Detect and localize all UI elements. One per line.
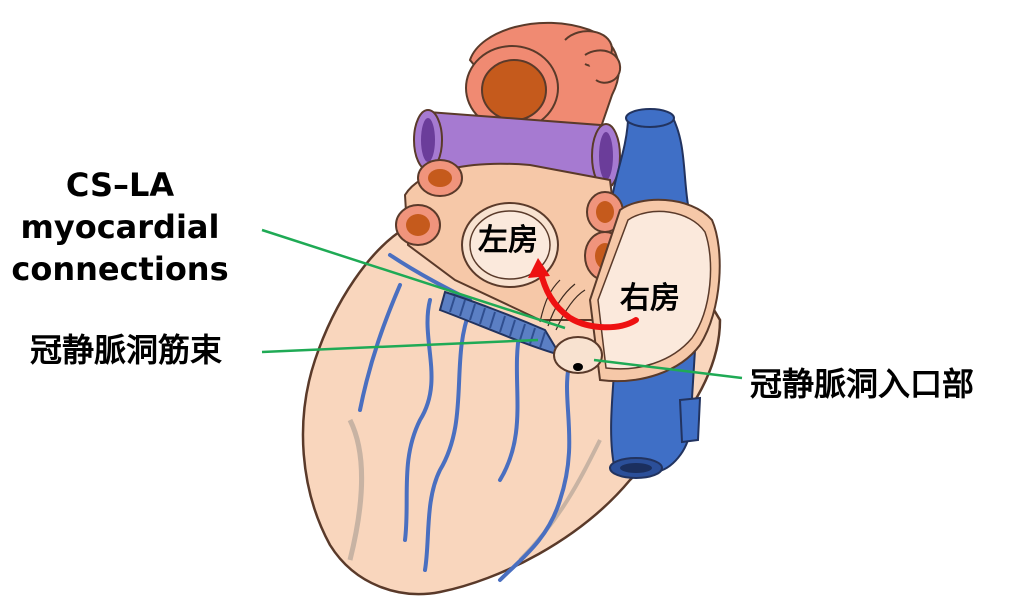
leader-lines (261, 228, 743, 380)
label-cs-la-line3: connections (11, 250, 229, 288)
label-left-atrium: 左房 (478, 223, 538, 258)
leader-cs-bundle (261, 338, 539, 354)
label-cs-la-connections: CS–LA myocardial connections (0, 164, 240, 290)
label-cs-ostium: 冠静脈洞入口部 (750, 365, 975, 403)
label-right-atrium: 右房 (620, 281, 680, 316)
label-cs-la-line1: CS–LA (65, 166, 175, 204)
label-cs-la-line2: myocardial (20, 208, 220, 246)
right-atrium (588, 198, 721, 382)
aorta (465, 21, 622, 132)
coronary-veins (358, 253, 572, 582)
leader-cs-la (261, 228, 566, 330)
label-cs-muscle-bundle: 冠静脈洞筋束 (30, 331, 223, 369)
conduction-arrow (528, 258, 639, 331)
leader-cs-ostium (593, 358, 743, 380)
cs-ostium (553, 336, 603, 374)
